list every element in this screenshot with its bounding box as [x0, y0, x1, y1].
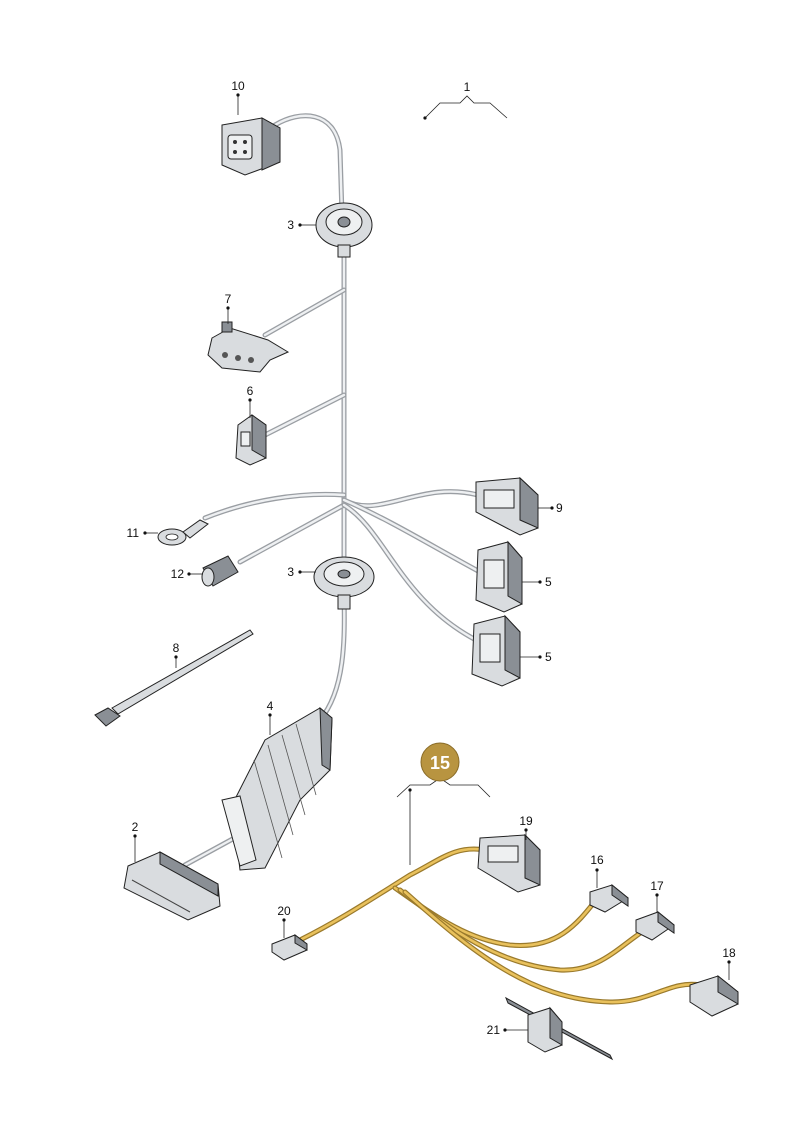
connector-2	[123, 851, 221, 921]
connector-17	[635, 910, 675, 941]
callout-8: 8	[173, 641, 180, 655]
callout-21: 21	[487, 1023, 501, 1037]
callout-3-lower: 3	[287, 565, 294, 579]
sub-harness-15	[297, 846, 703, 1005]
callout-11: 11	[127, 526, 140, 540]
connector-20	[271, 934, 308, 961]
connector-7	[207, 321, 290, 373]
callout-labels: 1 10 3 7 6 11 12 3 9 5 5 8 4 2 19 16 17 …	[127, 79, 736, 1037]
connector-9	[475, 476, 539, 536]
badge-15: 15	[420, 742, 460, 782]
grommet-3-lower	[313, 556, 375, 610]
connector-5-upper	[475, 540, 523, 613]
callout-17: 17	[650, 879, 664, 893]
callout-6: 6	[247, 384, 254, 398]
callout-16: 16	[590, 853, 604, 867]
main-harness	[182, 113, 483, 868]
callout-5-upper: 5	[545, 575, 552, 589]
callout-10: 10	[231, 79, 245, 93]
protective-boot-4	[221, 706, 333, 871]
connector-19	[477, 833, 541, 893]
callout-1: 1	[464, 80, 471, 94]
callout-9: 9	[556, 501, 563, 515]
connector-18	[689, 974, 739, 1017]
connector-6	[235, 414, 267, 466]
callout-3-upper: 3	[287, 218, 294, 232]
callout-2: 2	[132, 820, 139, 834]
ring-terminal-11	[157, 519, 209, 546]
connector-5-lower	[471, 614, 521, 687]
callout-20: 20	[277, 904, 291, 918]
callout-7: 7	[225, 292, 232, 306]
badge-15-label: 15	[430, 753, 450, 773]
connector-10	[221, 117, 281, 176]
callout-4: 4	[267, 699, 274, 713]
callout-19: 19	[519, 814, 533, 828]
connector-12	[201, 555, 239, 587]
callout-18: 18	[722, 946, 736, 960]
grommet-3-upper	[315, 202, 373, 258]
callout-5-lower: 5	[545, 650, 552, 664]
connector-16	[589, 883, 629, 913]
callout-12: 12	[171, 567, 185, 581]
cable-tie-8	[94, 629, 254, 727]
connector-21	[505, 996, 614, 1061]
